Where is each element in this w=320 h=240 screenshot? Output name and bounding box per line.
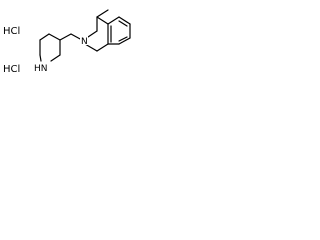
bond-ar-5 [118, 37, 131, 45]
hcl-salt-label-top: HCl [3, 26, 20, 37]
bond-thq-1 [87, 30, 98, 38]
bond-ar-2 [107, 16, 120, 25]
bond-thq-4 [84, 43, 98, 52]
bond-pip-5 [39, 54, 42, 62]
bond-linker-1 [59, 33, 72, 41]
bond-thq-3 [96, 9, 109, 18]
bond-ar-5-inner [118, 36, 128, 42]
bond-thq-5 [96, 43, 109, 52]
bond-ar-3 [118, 16, 131, 25]
tetrahydro-ring [84, 9, 109, 52]
bond-ar-2b [96, 16, 109, 25]
benzene-ring [96, 16, 131, 45]
atom-label-amine: HN [32, 62, 48, 74]
amine-nh-label: HN [34, 64, 48, 74]
bond-pip-2 [48, 33, 61, 41]
atom-label-ring-n: N [80, 35, 88, 47]
chemical-structure-diagram: N HN HCl HCl [3, 9, 131, 75]
ring-n-label: N [81, 37, 88, 47]
bond-pip-4 [50, 54, 61, 62]
bond-ar-3-inner [118, 20, 128, 27]
hcl-salt-label-bottom: HCl [3, 64, 20, 75]
methylene-linker [59, 33, 83, 41]
bond-pip-1 [39, 33, 50, 41]
piperidine-ring [39, 33, 61, 62]
